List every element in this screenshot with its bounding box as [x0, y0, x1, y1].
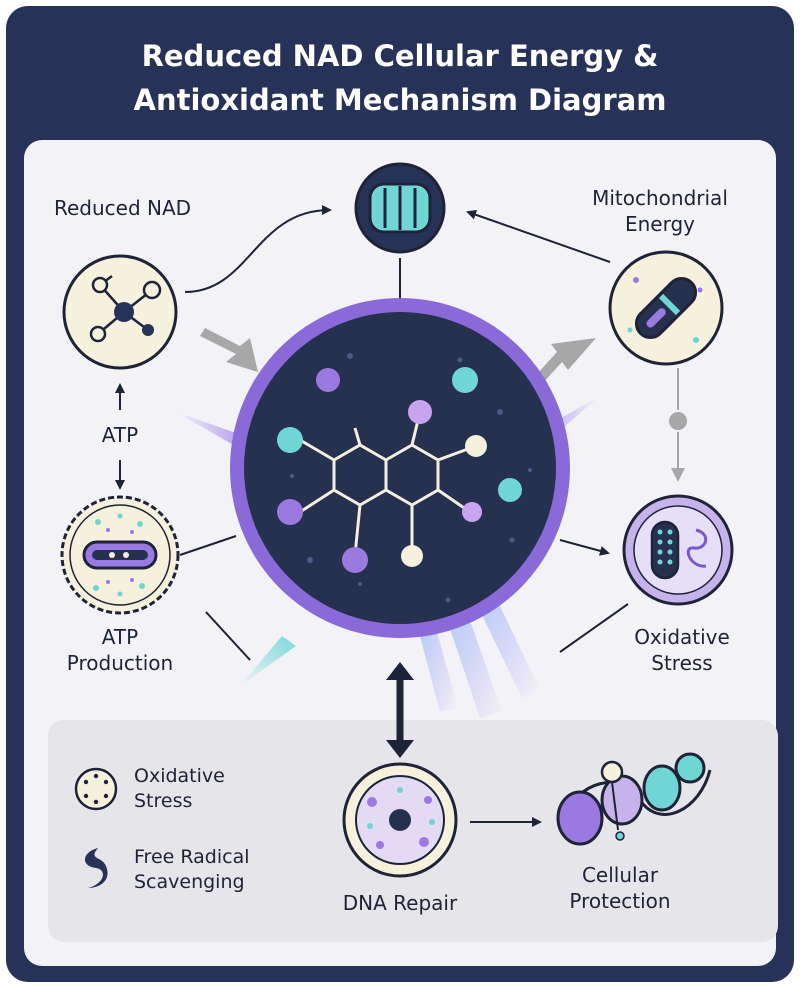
hub-sparkles — [290, 353, 532, 603]
cell-icon — [60, 495, 180, 615]
gray-arrowhead-oxidative — [671, 468, 685, 482]
nadh-molecule-icon — [244, 312, 556, 624]
line-oxidative-out — [559, 603, 629, 653]
reduced-nad-label: Reduced NAD — [54, 196, 192, 220]
connector-lines — [115, 205, 629, 827]
atom-teal-right — [498, 478, 522, 502]
gray-connectors — [200, 328, 687, 482]
title-line-2: Antioxidant Mechanism Diagram — [133, 83, 667, 117]
legend-item-free-radical: Free Radical Scavenging — [134, 845, 250, 895]
cellular-protection-line-1: Cellular — [581, 863, 659, 887]
gray-arrow-nad-to-hub — [200, 328, 258, 372]
arrow-mito-to-cluster — [466, 209, 611, 263]
oxidative-stress-line-2: Stress — [651, 651, 713, 675]
atp-production-line-1: ATP — [101, 625, 139, 649]
oxidative-stress-line-1: Oxidative — [634, 625, 730, 649]
swirl-icon — [84, 848, 108, 888]
atom-cream-bottom — [401, 545, 423, 567]
mitochondrial-energy-line-1: Mitochondrial — [592, 186, 728, 210]
dotted-circle-icon — [74, 767, 118, 811]
dna-repair-label: DNA Repair — [342, 891, 458, 915]
nucleus-icon — [342, 762, 458, 878]
molecule-network-icon — [62, 254, 178, 370]
atom-purple-left — [277, 499, 303, 525]
beam-lower-left — [240, 636, 296, 686]
gray-arrow-hub-to-mito — [537, 338, 596, 384]
atom-cream-right — [465, 435, 487, 457]
legend-free-radical-line-2: Scavenging — [134, 871, 245, 893]
central-hub — [230, 298, 570, 638]
mitochondrial-energy-line-2: Energy — [624, 212, 696, 236]
dna-helix-icon — [556, 752, 712, 846]
oxidative-stress-label: Oxidative Stress — [602, 624, 762, 676]
mitochondria-cluster-icon — [354, 162, 446, 254]
cellular-protection-label: Cellular Protection — [540, 862, 700, 914]
legend-item-oxidative-stress: Oxidative Stress — [134, 764, 225, 814]
legend-oxidative-line-1: Oxidative — [134, 765, 225, 787]
damaged-cell-icon — [622, 494, 734, 606]
legend-free-radical-line-1: Free Radical — [134, 846, 250, 868]
arrow-hub-to-oxidative — [559, 539, 610, 556]
arrow-nad-to-mito-cluster — [184, 205, 332, 293]
double-arrow-hub-dna — [386, 662, 414, 758]
atp-production-line-2: Production — [66, 651, 174, 675]
cellular-protection-line-2: Protection — [569, 889, 671, 913]
atom-purple-bottom — [342, 547, 368, 573]
line-atp-production — [205, 611, 251, 661]
mitochondrial-energy-label: Mitochondrial Energy — [560, 185, 760, 237]
atom-purple — [316, 368, 340, 392]
title-line-1: Reduced NAD Cellular Energy & — [141, 39, 659, 73]
legend-oxidative-line-2: Stress — [134, 790, 193, 812]
atp-production-label: ATP Production — [40, 624, 200, 676]
atom-lilac — [408, 400, 432, 424]
atp-label: ATP — [101, 423, 139, 447]
line-atp-cell-to-hub — [179, 535, 237, 556]
atom-lilac-right — [462, 502, 482, 522]
mitochondrion-icon — [608, 250, 724, 366]
atom-teal — [452, 367, 478, 393]
atom-teal-left — [277, 427, 303, 453]
diagram-title: Reduced NAD Cellular Energy & Antioxidan… — [0, 34, 800, 122]
gray-node-dot — [669, 412, 687, 430]
